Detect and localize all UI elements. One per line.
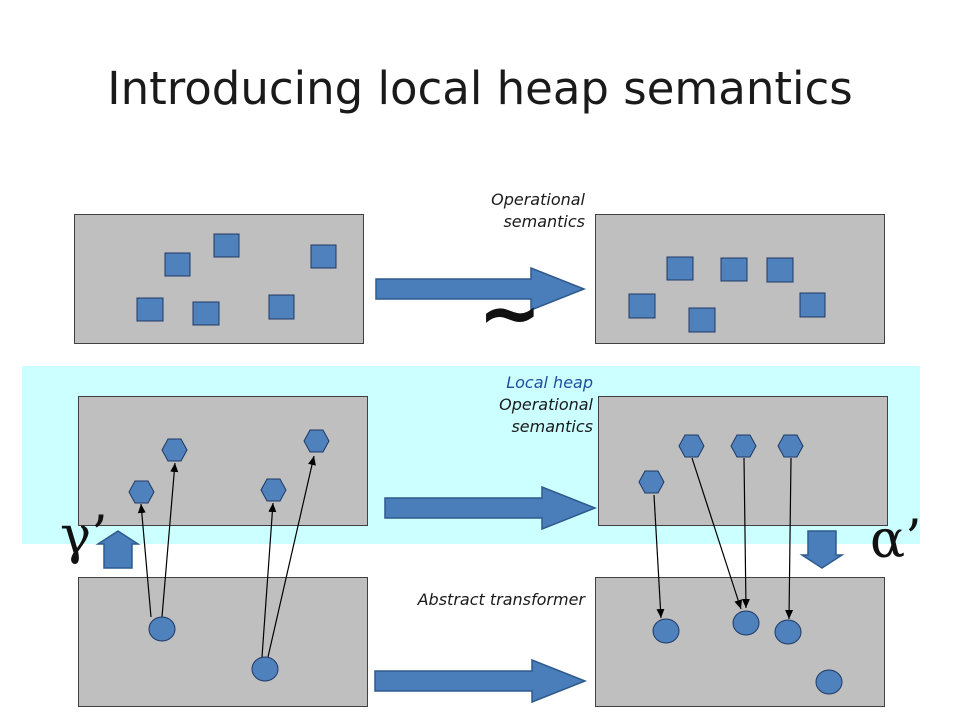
abstract-transformer-label: Abstract transformer bbox=[417, 590, 585, 609]
pointer-arrow bbox=[741, 457, 750, 609]
pointer-arrow bbox=[267, 455, 316, 658]
object-circle bbox=[732, 610, 760, 636]
alpha-prime-symbol: α’ bbox=[870, 510, 922, 570]
local-heap-after-panel bbox=[598, 396, 888, 526]
object-circle bbox=[148, 616, 176, 642]
object-hexagon bbox=[260, 478, 287, 502]
object-circle bbox=[774, 619, 802, 645]
local-heap-semantics-label: Local heap Operational semantics bbox=[499, 373, 593, 436]
object-circle bbox=[251, 656, 279, 682]
local-heap-objects bbox=[128, 429, 804, 504]
object-hexagon bbox=[128, 480, 155, 504]
pointer-arrow bbox=[653, 494, 665, 619]
object-circle bbox=[815, 669, 843, 695]
object-square bbox=[192, 301, 220, 326]
pointer-arrow bbox=[691, 457, 743, 610]
pointer-arrow bbox=[261, 502, 277, 658]
object-square bbox=[268, 294, 295, 320]
abstract-transformer-arrow bbox=[374, 658, 588, 704]
pointer-arrow bbox=[137, 503, 152, 618]
object-square bbox=[164, 252, 191, 277]
pointer-arrows bbox=[137, 455, 794, 658]
object-circle bbox=[652, 618, 680, 644]
abstract-before-panel bbox=[78, 577, 368, 707]
object-hexagon bbox=[678, 434, 705, 458]
operational-semantics-label: Operational semantics bbox=[491, 190, 585, 231]
object-hexagon bbox=[730, 434, 757, 458]
gamma-up-arrow bbox=[95, 530, 141, 569]
object-square bbox=[766, 257, 794, 283]
object-square bbox=[688, 307, 716, 333]
equivalence-tilde: ~ bbox=[478, 268, 542, 357]
object-square bbox=[628, 293, 656, 319]
object-square bbox=[136, 297, 164, 322]
local-heap-before-panel bbox=[78, 396, 368, 526]
operational-semantics-arrow bbox=[375, 266, 587, 312]
alpha-down-arrow bbox=[799, 530, 845, 569]
object-hexagon bbox=[161, 438, 188, 462]
abstract-objects bbox=[148, 610, 843, 695]
object-hexagon bbox=[638, 470, 665, 494]
concrete-before-objects bbox=[136, 233, 337, 326]
concrete-after-objects bbox=[628, 256, 826, 333]
pointer-arrow bbox=[161, 462, 179, 618]
object-hexagon bbox=[777, 434, 804, 458]
slide-title: Introducing local heap semantics bbox=[107, 62, 853, 115]
local-heap-semantics-arrow bbox=[384, 485, 598, 531]
object-square bbox=[666, 256, 694, 281]
pointer-arrow bbox=[785, 457, 794, 620]
object-hexagon bbox=[303, 429, 330, 453]
object-square bbox=[720, 257, 748, 282]
gamma-prime-symbol: γ’ bbox=[60, 506, 108, 566]
object-square bbox=[799, 292, 826, 318]
object-square bbox=[213, 233, 240, 258]
transition-arrows bbox=[95, 266, 845, 704]
object-square bbox=[310, 244, 337, 269]
